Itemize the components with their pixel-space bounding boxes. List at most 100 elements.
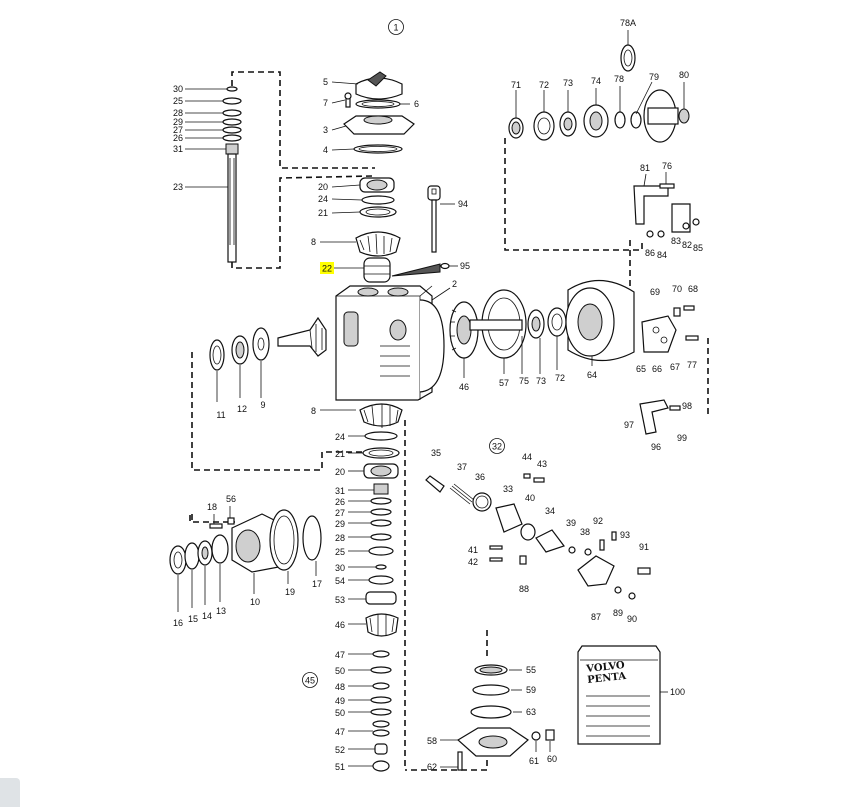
- label-14: 14: [202, 611, 212, 621]
- leader-lines-lower-stack: [348, 435, 376, 767]
- label-5: 5: [323, 77, 328, 87]
- label-15: 15: [188, 614, 198, 624]
- label-46: 46: [459, 382, 469, 392]
- label-72: 72: [539, 80, 549, 90]
- label-23: 23: [173, 182, 183, 192]
- label-77: 77: [687, 360, 697, 370]
- label-87: 87: [591, 612, 601, 622]
- label-67: 67: [670, 362, 680, 372]
- label-71: 71: [511, 80, 521, 90]
- label-42: 42: [468, 557, 478, 567]
- label-25: 25: [173, 96, 183, 106]
- label-89: 89: [613, 608, 623, 618]
- label-16: 16: [173, 618, 183, 628]
- group-marker-32: 32: [489, 438, 505, 454]
- label-95: 95: [460, 261, 470, 271]
- label-88: 88: [519, 584, 529, 594]
- label-4: 4: [323, 145, 328, 155]
- label-63: 63: [526, 707, 536, 717]
- label-65: 65: [636, 364, 646, 374]
- label-51: 51: [335, 762, 345, 772]
- label-100: 100: [670, 687, 685, 697]
- label-78A: 78A: [620, 18, 636, 28]
- label-86: 86: [645, 248, 655, 258]
- label-92: 92: [593, 516, 603, 526]
- label-46-lower: 46: [335, 620, 345, 630]
- label-21-lower: 21: [335, 449, 345, 459]
- label-44: 44: [522, 452, 532, 462]
- svg-text:1: 1: [393, 23, 398, 33]
- label-6: 6: [414, 99, 419, 109]
- label-47: 47: [335, 650, 345, 660]
- label-17: 17: [312, 579, 322, 589]
- label-56: 56: [226, 494, 236, 504]
- label-75: 75: [519, 376, 529, 386]
- elbow-fitting: [639, 399, 681, 435]
- group-marker-45: 45: [302, 672, 318, 688]
- label-37: 37: [457, 462, 467, 472]
- key-and-washer: [391, 185, 450, 277]
- label-30: 30: [173, 84, 183, 94]
- label-70: 70: [672, 284, 682, 294]
- label-3: 3: [323, 125, 328, 135]
- label-98: 98: [682, 401, 692, 411]
- right-cover-assembly: [641, 305, 699, 353]
- upper-right-bearing-group: [508, 44, 690, 143]
- label-26-lower: 26: [335, 497, 345, 507]
- label-43: 43: [537, 459, 547, 469]
- label-78: 78: [614, 74, 624, 84]
- label-74: 74: [591, 76, 601, 86]
- label-66: 66: [652, 364, 662, 374]
- label-64: 64: [587, 370, 597, 380]
- label-7: 7: [323, 98, 328, 108]
- label-59: 59: [526, 685, 536, 695]
- label-96: 96: [651, 442, 661, 452]
- label-69: 69: [650, 287, 660, 297]
- label-35: 35: [431, 448, 441, 458]
- label-55: 55: [526, 665, 536, 675]
- main-gear-housing: [335, 285, 445, 401]
- label-80: 80: [679, 70, 689, 80]
- label-18: 18: [207, 502, 217, 512]
- label-38: 38: [580, 527, 590, 537]
- label-8-lower: 8: [311, 406, 316, 416]
- label-13: 13: [216, 606, 226, 616]
- label-52: 52: [335, 745, 345, 755]
- label-99: 99: [677, 433, 687, 443]
- label-48: 48: [335, 682, 345, 692]
- svg-text:VOLVO: VOLVO: [585, 660, 626, 675]
- label-19: 19: [285, 587, 295, 597]
- label-47-second: 47: [335, 727, 345, 737]
- label-84: 84: [657, 250, 667, 260]
- label-68: 68: [688, 284, 698, 294]
- label-10: 10: [250, 597, 260, 607]
- label-29: 29: [173, 117, 183, 127]
- label-83: 83: [671, 236, 681, 246]
- label-21: 21: [318, 208, 328, 218]
- lower-shaft-stack: [359, 403, 403, 772]
- dashed-connectors: [189, 71, 709, 771]
- label-12: 12: [237, 404, 247, 414]
- label-91: 91: [639, 542, 649, 552]
- volvo-penta-manual: VOLVO PENTA: [577, 645, 661, 745]
- label-28: 28: [173, 108, 183, 118]
- svg-text:22: 22: [322, 264, 332, 274]
- label-41: 41: [468, 545, 478, 555]
- label-53: 53: [335, 595, 345, 605]
- label-73: 73: [563, 78, 573, 88]
- label-29-lower: 29: [335, 519, 345, 529]
- label-28-lower: 28: [335, 533, 345, 543]
- label-79: 79: [649, 72, 659, 82]
- label-31-lower: 31: [335, 486, 345, 496]
- highlight-box: [320, 262, 334, 274]
- label-49: 49: [335, 696, 345, 706]
- label-36: 36: [475, 472, 485, 482]
- label-27: 27: [173, 125, 183, 135]
- label-11: 11: [216, 410, 225, 420]
- label-20: 20: [318, 182, 328, 192]
- label-39: 39: [566, 518, 576, 528]
- label-2: 2: [452, 279, 457, 289]
- svg-text:32: 32: [492, 442, 502, 452]
- label-62: 62: [427, 762, 437, 772]
